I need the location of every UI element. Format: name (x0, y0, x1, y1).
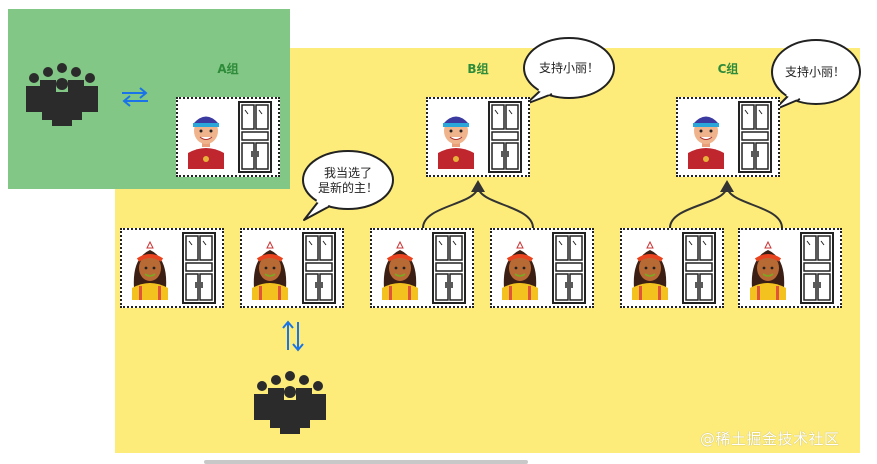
card-member-1 (120, 228, 224, 308)
cabinet-icon (552, 232, 586, 304)
card-member-3 (370, 228, 474, 308)
horizontal-scrollbar[interactable] (204, 460, 528, 464)
group-b-label: B组 (467, 62, 489, 76)
card-member-2 (240, 228, 344, 308)
female-avatar-icon (502, 240, 538, 300)
male-avatar-icon (438, 116, 474, 169)
elected-line-2: 是新的主！ (317, 181, 378, 195)
support-bubble-c (771, 39, 861, 111)
card-leader-a (176, 97, 280, 177)
group-a-label: A组 (217, 62, 239, 76)
support-bubble-b (523, 37, 615, 105)
cabinet-icon (432, 232, 466, 304)
male-avatar-icon (688, 116, 724, 169)
cabinet-icon (302, 232, 336, 304)
cabinet-icon (738, 101, 772, 173)
card-leader-b (426, 97, 530, 177)
card-leader-c (676, 97, 780, 177)
card-member-5 (620, 228, 724, 308)
group-c-label: C组 (717, 62, 739, 76)
cabinet-icon (488, 101, 522, 173)
swap-vertical-icon (282, 320, 304, 352)
elected-line-1: 我当选了 (323, 166, 372, 180)
female-avatar-icon (632, 240, 668, 300)
male-avatar-icon (188, 116, 224, 169)
cabinet-icon (238, 101, 272, 173)
female-avatar-icon (382, 240, 418, 300)
cabinet-icon (182, 232, 216, 304)
support-bubble-b-text: 支持小丽！ (538, 60, 599, 75)
watermark: @稀土掘金技术社区 (700, 430, 840, 448)
female-avatar-icon (750, 240, 786, 300)
cabinet-icon (682, 232, 716, 304)
card-member-6 (738, 228, 842, 308)
support-bubble-c-text: 支持小丽！ (784, 64, 845, 79)
elected-bubble (302, 150, 394, 221)
female-avatar-icon (132, 240, 168, 300)
crowd-icon-bottom (254, 371, 326, 434)
card-member-4 (490, 228, 594, 308)
elected-bubble-text: 我当选了 是新的主！ (305, 165, 391, 197)
swap-horizontal-icon (122, 87, 148, 107)
cabinet-icon (800, 232, 834, 304)
crowd-icon (26, 63, 98, 126)
female-avatar-icon (252, 240, 288, 300)
